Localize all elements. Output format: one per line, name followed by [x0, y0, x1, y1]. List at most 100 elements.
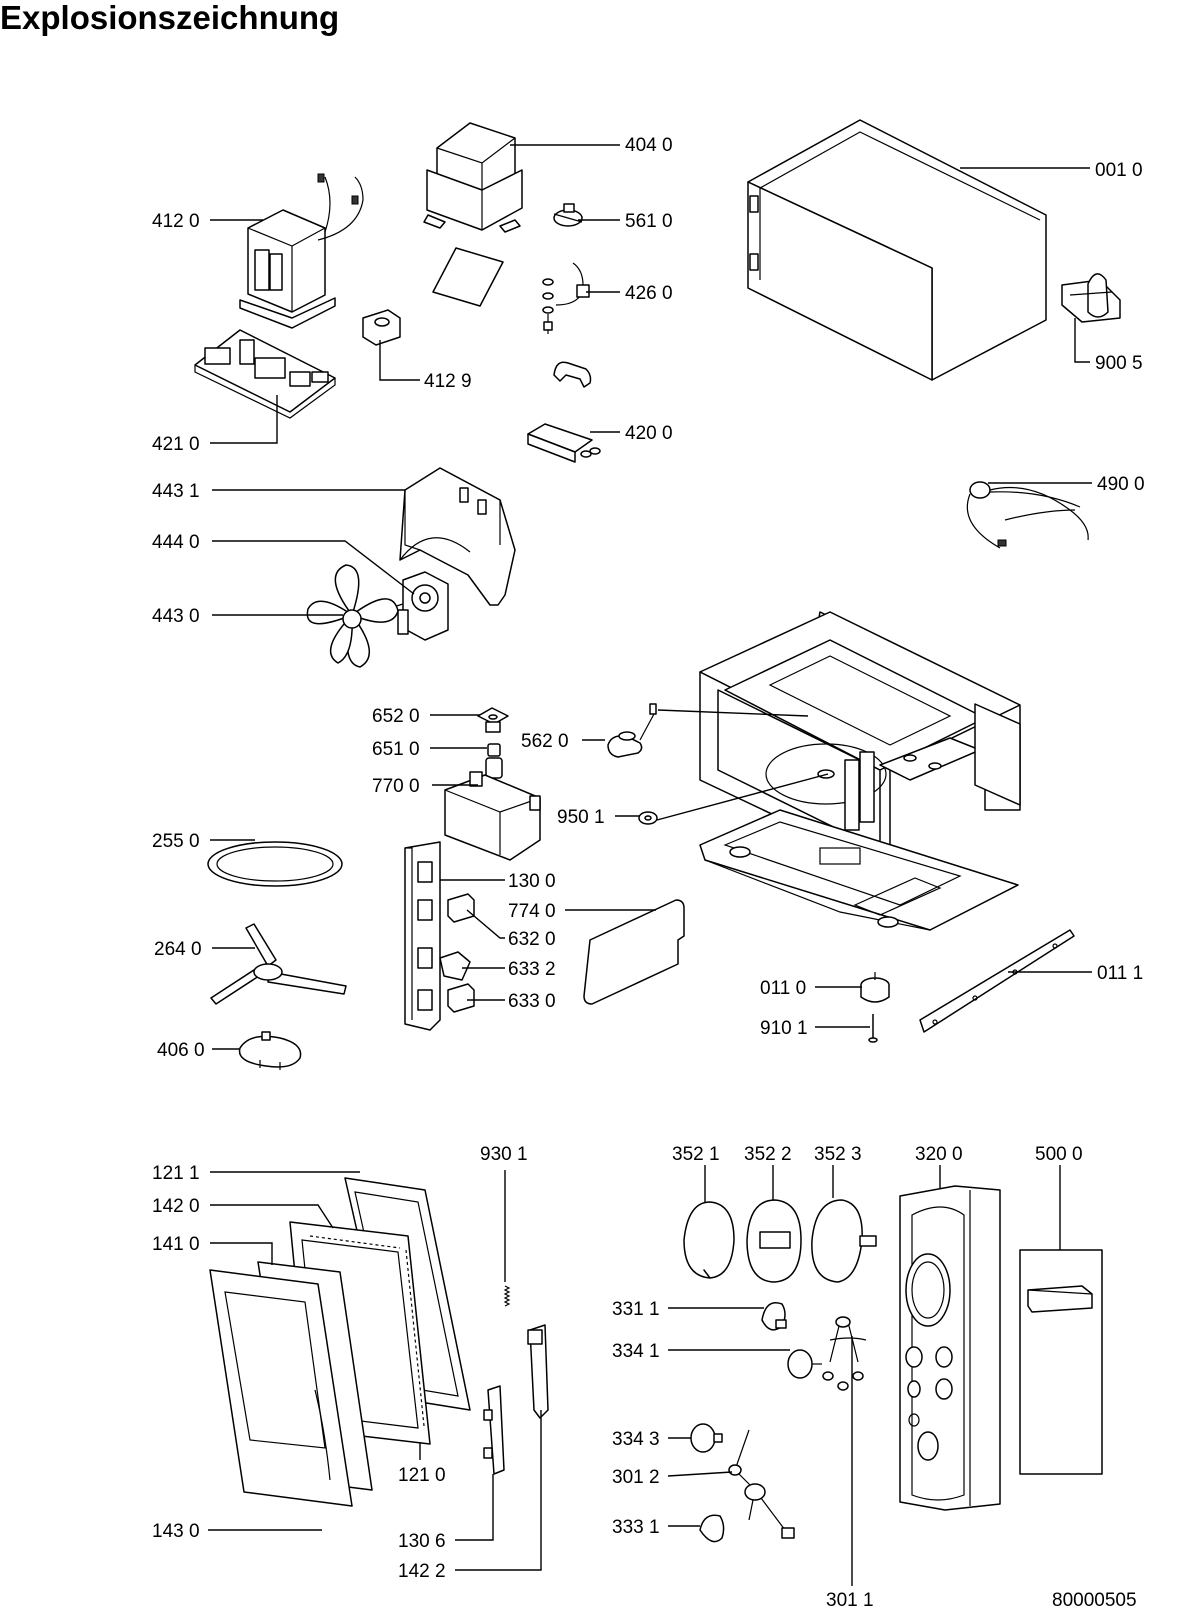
part-406-0-turntable-motor	[238, 1031, 302, 1070]
part-insulation-sheet	[432, 247, 504, 307]
part-412-0-hv-transformer	[239, 173, 364, 329]
label-130-0: 130 0	[508, 871, 556, 892]
label-404-0: 404 0	[625, 135, 673, 156]
part-900-5-bracket	[1061, 273, 1121, 323]
part-421-0-circuit-board	[194, 329, 336, 419]
label-770-0: 770 0	[372, 776, 420, 797]
part-950-1-grommet	[638, 811, 658, 825]
part-420-0-capacitor	[527, 423, 601, 463]
part-333-1-button	[699, 1514, 725, 1543]
label-652-0: 652 0	[372, 706, 420, 727]
part-774-0-mica-cover	[583, 899, 685, 1005]
label-930-1: 930 1	[480, 1144, 528, 1165]
part-301-1-switch-spring	[822, 1316, 867, 1391]
part-562-0-thermostat	[607, 703, 657, 758]
label-910-1: 910 1	[760, 1018, 808, 1039]
label-562-0: 562 0	[521, 731, 569, 752]
drawing-number: 80000505	[1052, 1590, 1137, 1611]
label-143-0: 143 0	[152, 1521, 200, 1542]
part-412-9-block	[362, 309, 401, 346]
part-490-0-power-cord	[966, 481, 1089, 549]
label-406-0: 406 0	[157, 1040, 205, 1061]
part-001-0-cabinet	[747, 119, 1047, 381]
label-651-0: 651 0	[372, 739, 420, 760]
label-633-2: 633 2	[508, 959, 556, 980]
page-title: Explosionszeichnung	[0, 0, 340, 36]
part-142-2-hook	[527, 1324, 549, 1419]
label-900-5: 900 5	[1095, 353, 1143, 374]
part-930-1-spring	[503, 1285, 511, 1307]
part-352-3-knob	[811, 1199, 877, 1283]
part-labels: 404 0 001 0 412 0 561 0 426 0 412 9 900 …	[152, 135, 1145, 1611]
label-352-2: 352 2	[744, 1144, 792, 1165]
part-651-0-coupler	[485, 743, 503, 779]
part-011-0-foot	[860, 972, 890, 1003]
label-301-1: 301 1	[826, 1590, 874, 1611]
part-910-1-screw	[868, 1014, 878, 1043]
part-443-0-fan-blade	[306, 564, 399, 668]
label-264-0: 264 0	[154, 939, 202, 960]
label-633-0: 633 0	[508, 991, 556, 1012]
label-444-0: 444 0	[152, 532, 200, 553]
part-633-0-switch	[447, 983, 475, 1013]
label-141-0: 141 0	[152, 1234, 200, 1255]
label-412-9: 412 9	[424, 371, 472, 392]
label-334-3: 334 3	[612, 1429, 660, 1450]
label-420-0: 420 0	[625, 423, 673, 444]
label-443-1: 443 1	[152, 481, 200, 502]
leader-lines	[208, 144, 1092, 1586]
label-412-0: 412 0	[152, 211, 200, 232]
part-443-1-air-duct	[399, 467, 516, 606]
label-443-0: 443 0	[152, 606, 200, 627]
part-clip	[553, 361, 592, 388]
label-774-0: 774 0	[508, 901, 556, 922]
part-561-0-thermal-fuse	[553, 203, 583, 227]
label-001-0: 001 0	[1095, 160, 1143, 181]
label-950-1: 950 1	[557, 807, 605, 828]
part-404-0-transformer	[423, 122, 523, 233]
label-142-0: 142 0	[152, 1196, 200, 1217]
label-426-0: 426 0	[625, 283, 673, 304]
label-301-2: 301 2	[612, 1467, 660, 1488]
label-320-0: 320 0	[915, 1144, 963, 1165]
label-331-1: 331 1	[612, 1299, 660, 1320]
label-352-3: 352 3	[814, 1144, 862, 1165]
label-121-1: 121 1	[152, 1163, 200, 1184]
part-652-0-bracket	[477, 707, 509, 733]
label-142-2: 142 2	[398, 1561, 446, 1582]
part-255-0-roller-ring	[207, 841, 343, 887]
part-352-1-ring	[683, 1201, 735, 1279]
label-334-1: 334 1	[612, 1341, 660, 1362]
part-352-2-dial	[746, 1199, 802, 1283]
label-632-0: 632 0	[508, 929, 556, 950]
part-130-6-latch	[483, 1385, 505, 1475]
label-130-6: 130 6	[398, 1531, 446, 1552]
part-334-3-knob	[690, 1423, 723, 1453]
label-011-0: 011 0	[760, 978, 806, 999]
part-334-1-knob	[787, 1349, 822, 1379]
part-500-0-feature-card	[1019, 1249, 1103, 1475]
label-421-0: 421 0	[152, 434, 200, 455]
label-500-0: 500 0	[1035, 1144, 1083, 1165]
label-121-0: 121 0	[398, 1465, 446, 1486]
label-255-0: 255 0	[152, 831, 200, 852]
part-320-0-control-panel	[899, 1185, 1001, 1511]
label-352-1: 352 1	[672, 1144, 720, 1165]
part-143-0-door-panel	[209, 1269, 353, 1507]
part-301-2-lever	[728, 1429, 795, 1539]
label-011-1: 011 1	[1097, 963, 1143, 984]
part-130-0-switch-bracket	[404, 841, 441, 1031]
label-333-1: 333 1	[612, 1517, 660, 1538]
part-331-1-button	[761, 1302, 787, 1331]
part-444-0-fan-motor	[389, 571, 449, 641]
part-264-0-roller-coupler	[210, 923, 347, 1005]
label-490-0: 490 0	[1097, 474, 1145, 495]
part-oven-cavity	[699, 611, 1021, 931]
label-561-0: 561 0	[625, 211, 673, 232]
part-633-2-switch	[439, 951, 471, 981]
part-632-0-switch	[447, 893, 475, 923]
part-011-1-rail	[919, 929, 1075, 1033]
part-770-0-stirrer-cover	[444, 771, 541, 861]
part-426-0-diode	[542, 262, 590, 334]
